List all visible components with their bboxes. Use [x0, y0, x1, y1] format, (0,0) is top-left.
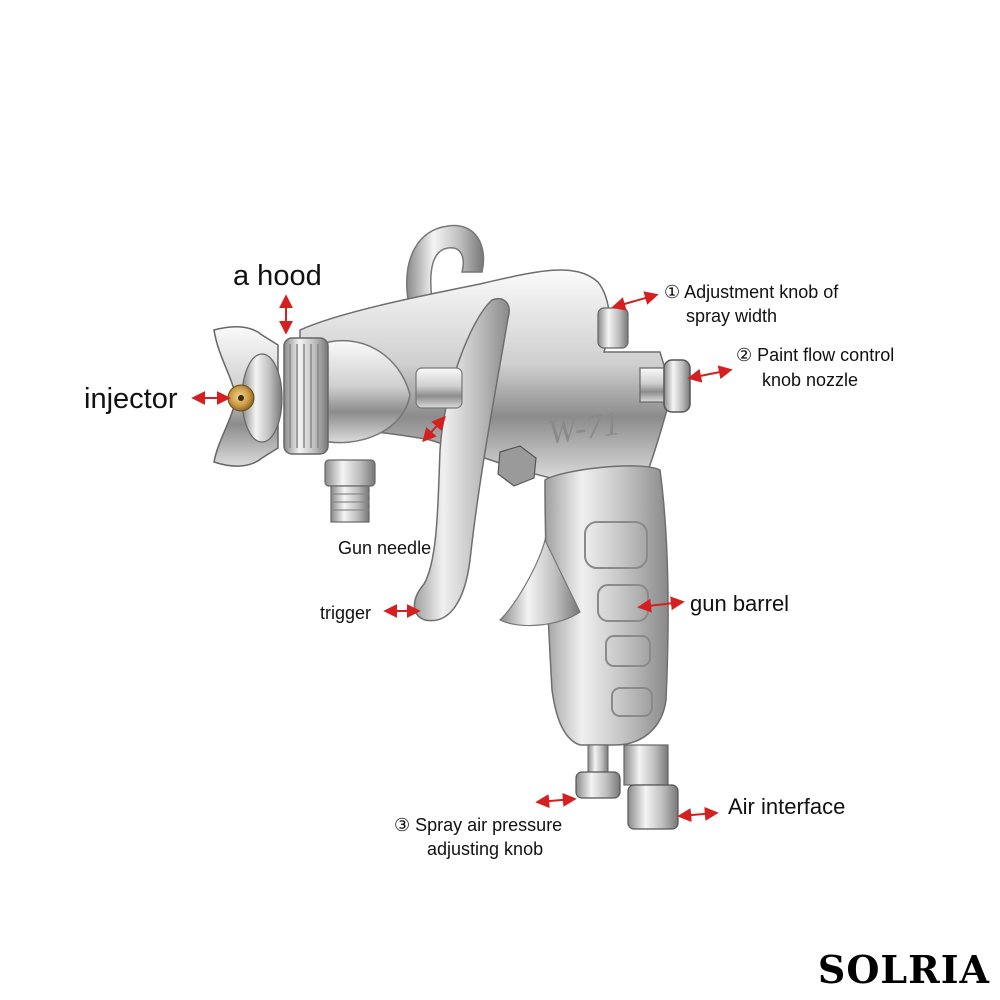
air-inlet-body	[623, 744, 669, 786]
spray-width-knob	[597, 307, 629, 349]
air-inlet-nipple	[627, 784, 679, 830]
arrow-air-pressure	[535, 792, 577, 809]
fluid-inlet-nut	[324, 459, 376, 487]
label-paint-flow-line1: ② Paint flow control	[736, 345, 895, 365]
callout-arrows	[191, 291, 733, 823]
air-pressure-knob	[575, 771, 621, 799]
label-hood: a hood	[233, 260, 322, 292]
air-pressure-stem	[587, 744, 609, 776]
label-air-interface: Air interface	[728, 794, 846, 819]
label-air-pressure-line2: adjusting knob	[427, 839, 544, 859]
label-trigger: trigger	[320, 603, 372, 623]
brand-logo: SOLRIA	[817, 947, 990, 992]
label-paint-flow-line2: knob nozzle	[762, 370, 859, 390]
arrow-spray-width	[611, 291, 659, 311]
label-injector: injector	[84, 383, 178, 415]
hanger-hook	[406, 224, 485, 301]
label-gun-needle: Gun needle	[338, 538, 432, 558]
label-air-pressure-line1: ③ Spray air pressure	[394, 815, 563, 835]
pivot-nut	[497, 445, 537, 487]
handle-grip-ridges	[584, 521, 653, 717]
arrow-paint-flow	[687, 365, 733, 383]
arrow-gun-needle	[422, 415, 446, 443]
head-cone	[317, 339, 411, 444]
knurled-nut	[283, 337, 329, 455]
fluid-inlet-thread	[330, 485, 370, 523]
arrow-air-interface	[677, 806, 719, 823]
finger-guard	[498, 538, 581, 627]
arrow-gun-barrel	[637, 596, 685, 613]
paint-flow-knob	[663, 359, 691, 413]
needle-block	[415, 367, 463, 409]
label-adjustment-knob-line2: spray width	[686, 306, 778, 326]
label-adjustment-knob-line1: ① Adjustment knob of	[664, 282, 839, 302]
knurl-lines	[289, 344, 319, 448]
label-gun-barrel: gun barrel	[690, 591, 790, 616]
gun-handle	[544, 465, 669, 746]
